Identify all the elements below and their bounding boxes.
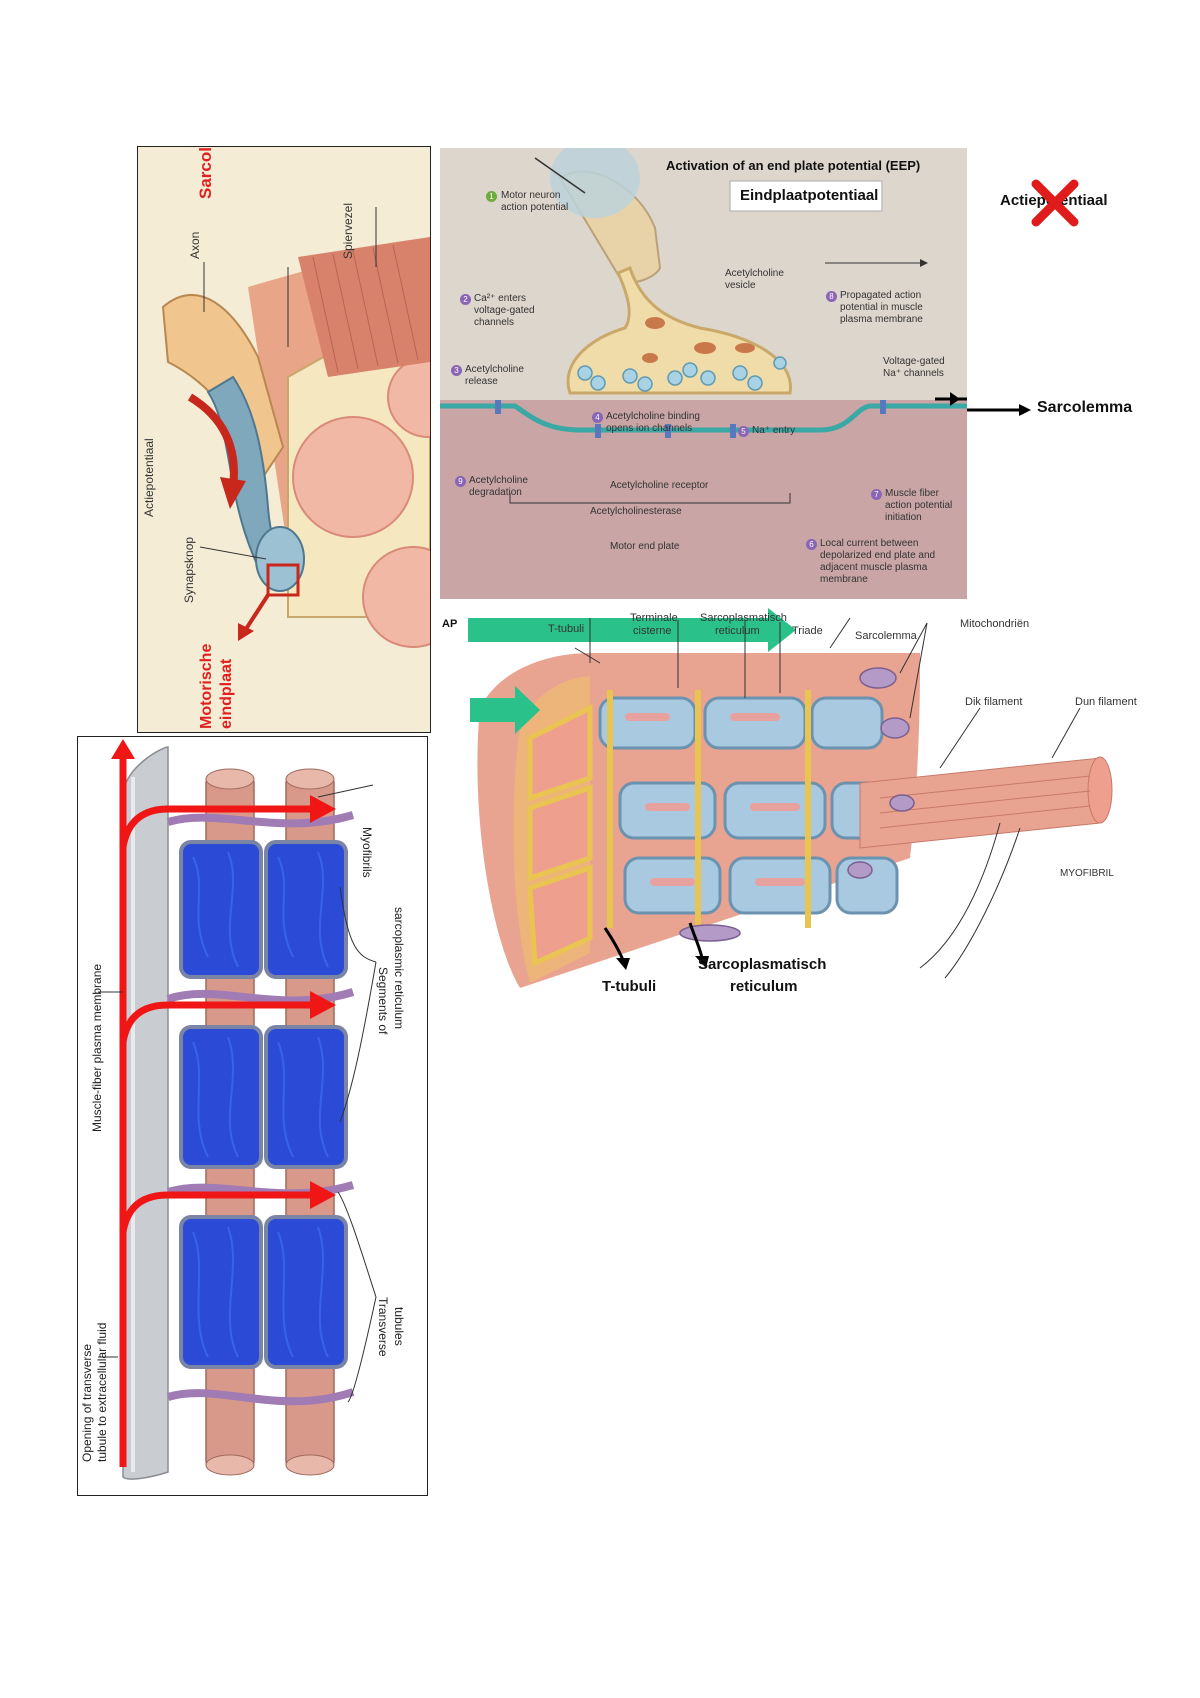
- label-step-2b: voltage-gated: [474, 305, 535, 316]
- step-7-badge: 7: [871, 489, 882, 500]
- label-segments-a: Segments of: [376, 967, 390, 1035]
- step-2-badge: 2: [460, 294, 471, 305]
- label-na-channels-b: Na⁺ channels: [883, 368, 944, 379]
- label-transverse-b: tubules: [392, 1307, 406, 1346]
- step-1-badge: 1: [486, 191, 497, 202]
- step-3-badge: 3: [451, 365, 462, 376]
- label-sr-top-b: reticulum: [715, 625, 760, 637]
- label-step-6c: adjacent muscle plasma: [820, 562, 928, 573]
- label-step-9a: Acetylcholine: [469, 475, 528, 486]
- label-opening-b: tubule to extracellular fluid: [95, 1322, 109, 1462]
- label-segments-b: sarcoplasmic reticulum: [392, 907, 406, 1030]
- label-step-1b: action potential: [501, 202, 569, 213]
- label-sarcolemma-c: Sarcolemma: [855, 630, 917, 642]
- label-step-7b: action potential: [885, 500, 953, 511]
- label-na-channels-a: Voltage-gated: [883, 356, 945, 367]
- panel-myofibrils-sr: Muscle-fiber plasma membrane Opening of …: [77, 736, 428, 1496]
- triad-illustration: [468, 608, 1113, 988]
- label-motorische-2: eindplaat: [218, 658, 235, 729]
- label-ach-esterase: Acetylcholinesterase: [590, 506, 682, 517]
- label-sr-bottom-b: reticulum: [730, 978, 798, 995]
- label-sarcolemma-a: Sarcolemma: [196, 146, 215, 199]
- label-mitochondrien: Mitochondriën: [960, 618, 1030, 630]
- label-terminale-b: cisterne: [633, 625, 672, 637]
- label-sarcolemma-b: Sarcolemma: [1037, 399, 1133, 416]
- step-4-badge: 4: [592, 412, 603, 423]
- label-step-7c: initiation: [885, 512, 922, 523]
- label-t-tubuli-bottom: T-tubuli: [602, 978, 657, 995]
- label-step-6b: depolarized end plate and: [820, 550, 936, 561]
- label-step-8b: potential in muscle: [840, 302, 923, 313]
- label-opening-a: Opening of transverse: [80, 1343, 94, 1462]
- label-step-9b: degradation: [469, 487, 522, 498]
- label-step-3a: Acetylcholine: [465, 364, 524, 375]
- eep-illustration: [440, 148, 967, 599]
- panel-neuromuscular-junction: Sarcolemma Spiervezel Axon Actiepotentia…: [137, 146, 431, 733]
- cross-icon: [1030, 178, 1080, 228]
- label-motor-end-plate: Motor end plate: [610, 541, 680, 552]
- label-t-tubuli-top: T-tubuli: [548, 623, 585, 635]
- label-ach-vesicle-b: vesicle: [725, 280, 756, 291]
- label-step-2a: Ca²⁺ enters: [474, 293, 526, 304]
- label-spiervezel: Spiervezel: [341, 202, 355, 259]
- label-motorische-1: Motorische: [198, 643, 215, 729]
- label-transverse-a: Transverse: [376, 1297, 390, 1357]
- label-ach-vesicle-a: Acetylcholine: [725, 268, 784, 279]
- step-8-badge: 8: [826, 291, 837, 302]
- step-9-badge: 9: [455, 476, 466, 487]
- label-step-6d: membrane: [820, 574, 868, 585]
- label-step-7a: Muscle fiber: [885, 488, 939, 499]
- step-5-badge: 5: [738, 426, 749, 437]
- label-myofibrils: Myofibrils: [360, 827, 374, 878]
- step-6-badge: 6: [806, 539, 817, 550]
- label-terminale-a: Terminale: [630, 612, 678, 624]
- label-ach-receptor: Acetylcholine receptor: [610, 480, 709, 491]
- label-sr-bottom-a: Sarcoplasmatisch: [698, 956, 827, 973]
- label-step-8c: plasma membrane: [840, 314, 923, 325]
- label-ap: AP: [442, 618, 458, 630]
- label-dik-filament: Dik filament: [965, 696, 1023, 708]
- panel-t-tubuli: AP T-tubuli Terminale cisterne Sarcoplas…: [440, 608, 1160, 1010]
- label-actiepotentiaal-a: Actiepotentiaal: [142, 438, 156, 517]
- label-plasma-membrane: Muscle-fiber plasma membrane: [90, 963, 104, 1132]
- label-axon: Axon: [188, 231, 202, 259]
- label-step-3b: release: [465, 376, 498, 387]
- label-step-1a: Motor neuron: [501, 190, 561, 201]
- arrow-to-sarcolemma: [967, 402, 1031, 418]
- label-eindplaatpotentiaal: Eindplaatpotentiaal: [740, 187, 879, 204]
- label-step-4b: opens ion channels: [606, 423, 693, 434]
- label-step-8a: Propagated action: [840, 290, 922, 301]
- eep-title: Activation of an end plate potential (EE…: [666, 158, 921, 173]
- label-sr-top-a: Sarcoplasmatisch: [700, 612, 787, 624]
- label-step-2c: channels: [474, 317, 515, 328]
- label-step-4a: Acetylcholine binding: [606, 411, 700, 422]
- myofibril-illustration: [78, 737, 427, 1495]
- label-dun-filament: Dun filament: [1075, 696, 1137, 708]
- panel-end-plate-potential: Activation of an end plate potential (EE…: [440, 148, 967, 599]
- label-triade: Triade: [792, 625, 823, 637]
- nmj-illustration: [138, 147, 430, 732]
- label-synapsknop: Synapsknop: [182, 536, 196, 603]
- label-myofibril: MYOFIBRIL: [1060, 868, 1114, 879]
- label-step-6a: Local current between: [820, 538, 919, 549]
- label-step-5: Na⁺ entry: [752, 425, 796, 436]
